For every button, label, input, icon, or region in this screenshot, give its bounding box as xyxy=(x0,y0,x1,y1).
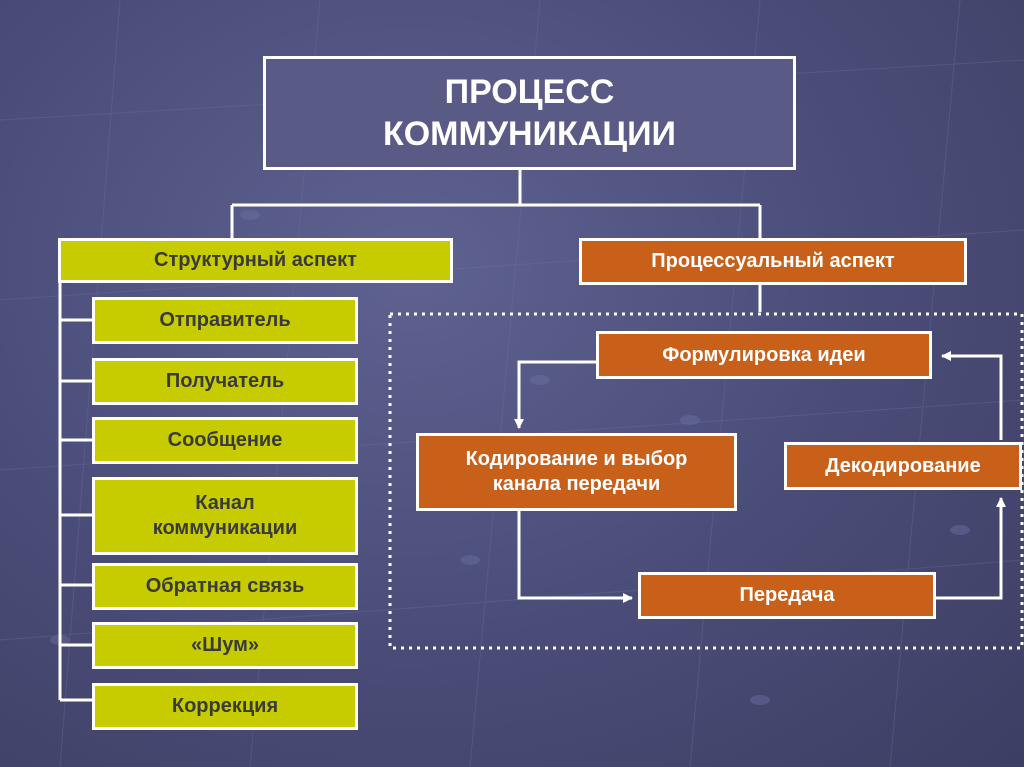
structural-item-feedback: Обратная связь xyxy=(92,563,358,610)
structural-aspect-heading: Структурный аспект xyxy=(58,238,453,283)
step-encoding: Кодирование и выбор канала передачи xyxy=(416,433,737,511)
step-idea-formulation: Формулировка идеи xyxy=(596,331,932,379)
structural-item-label: Отправитель xyxy=(159,309,291,331)
diagram-title-text: ПРОЦЕСС КОММУНИКАЦИИ xyxy=(382,72,676,154)
step-label: Декодирование xyxy=(825,454,981,477)
procedural-aspect-heading-text: Процессуальный аспект xyxy=(651,250,895,272)
structural-item-label: «Шум» xyxy=(191,634,259,656)
structural-item-label: Сообщение xyxy=(167,429,283,451)
structural-item-label: Коррекция xyxy=(171,695,279,717)
structural-item-label: Обратная связь xyxy=(145,575,305,597)
arrow-encoding-to-transmission xyxy=(517,511,633,603)
structural-item-connectors xyxy=(60,318,92,702)
structural-item-sender: Отправитель xyxy=(92,297,358,344)
step-transmission: Передача xyxy=(638,572,936,619)
step-label: Кодирование и выбор канала передачи xyxy=(465,448,688,495)
diagram-title: ПРОЦЕСС КОММУНИКАЦИИ xyxy=(263,56,796,170)
step-decoding: Декодирование xyxy=(784,442,1022,490)
structural-item-noise: «Шум» xyxy=(92,622,358,669)
arrow-idea-to-encoding xyxy=(514,360,598,429)
step-label: Передача xyxy=(739,584,835,606)
procedural-aspect-heading: Процессуальный аспект xyxy=(579,238,967,285)
structural-item-correction: Коррекция xyxy=(92,683,358,730)
structural-item-label: Канал коммуникации xyxy=(152,492,298,539)
structural-item-message: Сообщение xyxy=(92,417,358,464)
structural-aspect-heading-text: Структурный аспект xyxy=(154,249,357,271)
procedural-dotted-frame xyxy=(388,312,1024,650)
structural-item-label: Получатель xyxy=(165,370,285,392)
step-label: Формулировка идеи xyxy=(662,343,866,366)
title-branch-line xyxy=(230,170,762,238)
arrow-transmission-to-decoding xyxy=(936,497,1006,600)
structural-item-channel: Канал коммуникации xyxy=(92,477,358,555)
arrow-decoding-to-idea xyxy=(941,351,1003,440)
structural-item-receiver: Получатель xyxy=(92,358,358,405)
